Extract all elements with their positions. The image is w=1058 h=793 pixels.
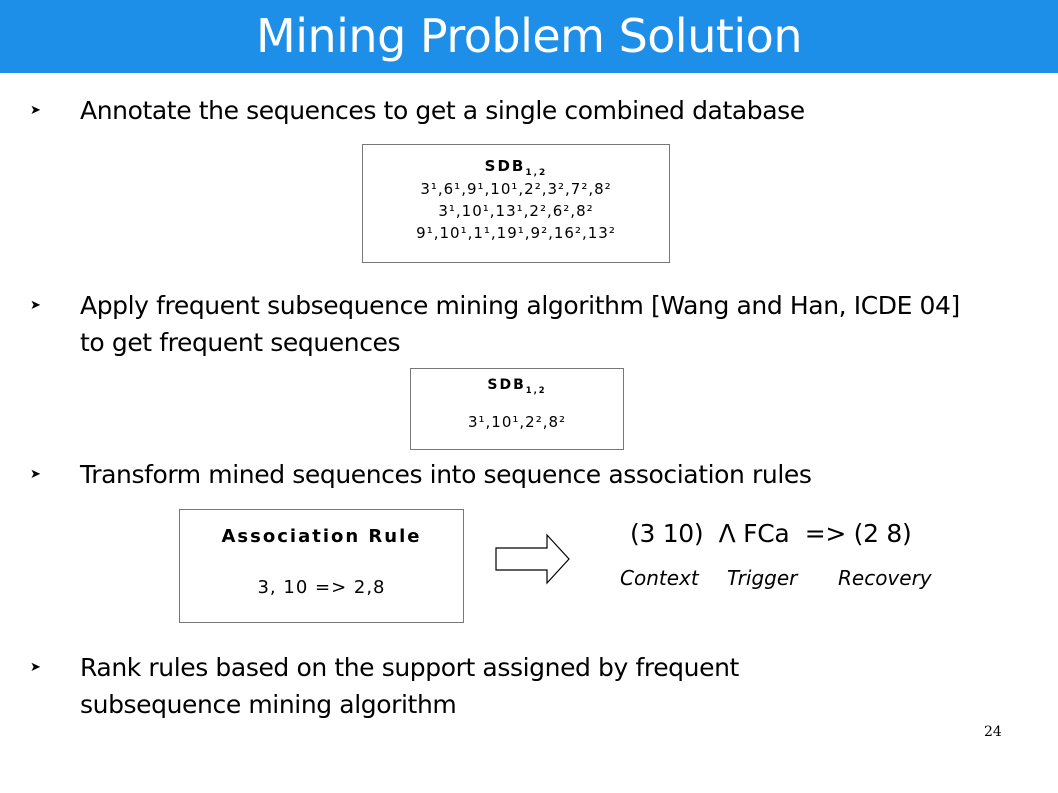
bullet-text: Annotate the sequences to get a single c… (80, 96, 805, 125)
association-rule-box: Association Rule 3, 10 => 2,8 (179, 509, 464, 623)
formula-recovery: => (2 8) (804, 519, 912, 548)
right-arrow-icon (495, 533, 570, 585)
formula-trigger: Λ FCa (718, 519, 790, 548)
sdb-row: 9¹,10¹,1¹,19¹,9²,16²,13² (416, 224, 616, 242)
formula-context: (3 10) (630, 519, 704, 548)
sdb-header: SDB1,2 (487, 377, 547, 395)
sdb-combined-box: SDB1,2 3¹,6¹,9¹,10¹,2²,3²,7²,8² 3¹,10¹,1… (362, 144, 670, 263)
bullet-3: ➤ Transform mined sequences into sequenc… (30, 456, 1000, 493)
sdb-row: 3¹,6¹,9¹,10¹,2²,3²,7²,8² (420, 180, 612, 198)
bullet-1: ➤ Annotate the sequences to get a single… (30, 92, 1000, 129)
association-rule-text: 3, 10 => 2,8 (257, 577, 386, 598)
title-bar: Mining Problem Solution (0, 0, 1058, 73)
sdb-row: 3¹,10¹,2²,8² (467, 412, 567, 431)
page-number: 24 (984, 724, 1002, 740)
arrow-bullet-icon: ➤ (30, 298, 41, 313)
arrow-bullet-icon: ➤ (30, 660, 41, 675)
sdb-row: 3¹,10¹,13¹,2²,6²,8² (438, 202, 594, 220)
sdb-header: SDB1,2 (484, 157, 548, 178)
context-label: Context (620, 566, 699, 590)
sdb-frequent-box: SDB1,2 3¹,10¹,2²,8² (410, 368, 624, 450)
page-title: Mining Problem Solution (256, 9, 802, 63)
bullet-text: Apply frequent subsequence mining algori… (80, 291, 960, 357)
trigger-label: Trigger (727, 566, 798, 590)
bullet-text: Transform mined sequences into sequence … (80, 460, 812, 489)
association-rule-header: Association Rule (221, 526, 422, 547)
bullet-text: Rank rules based on the support assigned… (80, 653, 739, 719)
recovery-label: Recovery (838, 566, 932, 590)
bullet-4: ➤ Rank rules based on the support assign… (30, 649, 900, 723)
bullet-2: ➤ Apply frequent subsequence mining algo… (30, 287, 980, 361)
arrow-bullet-icon: ➤ (30, 103, 41, 118)
arrow-bullet-icon: ➤ (30, 467, 41, 482)
rule-formula: (3 10) Λ FCa => (2 8) (630, 519, 912, 548)
